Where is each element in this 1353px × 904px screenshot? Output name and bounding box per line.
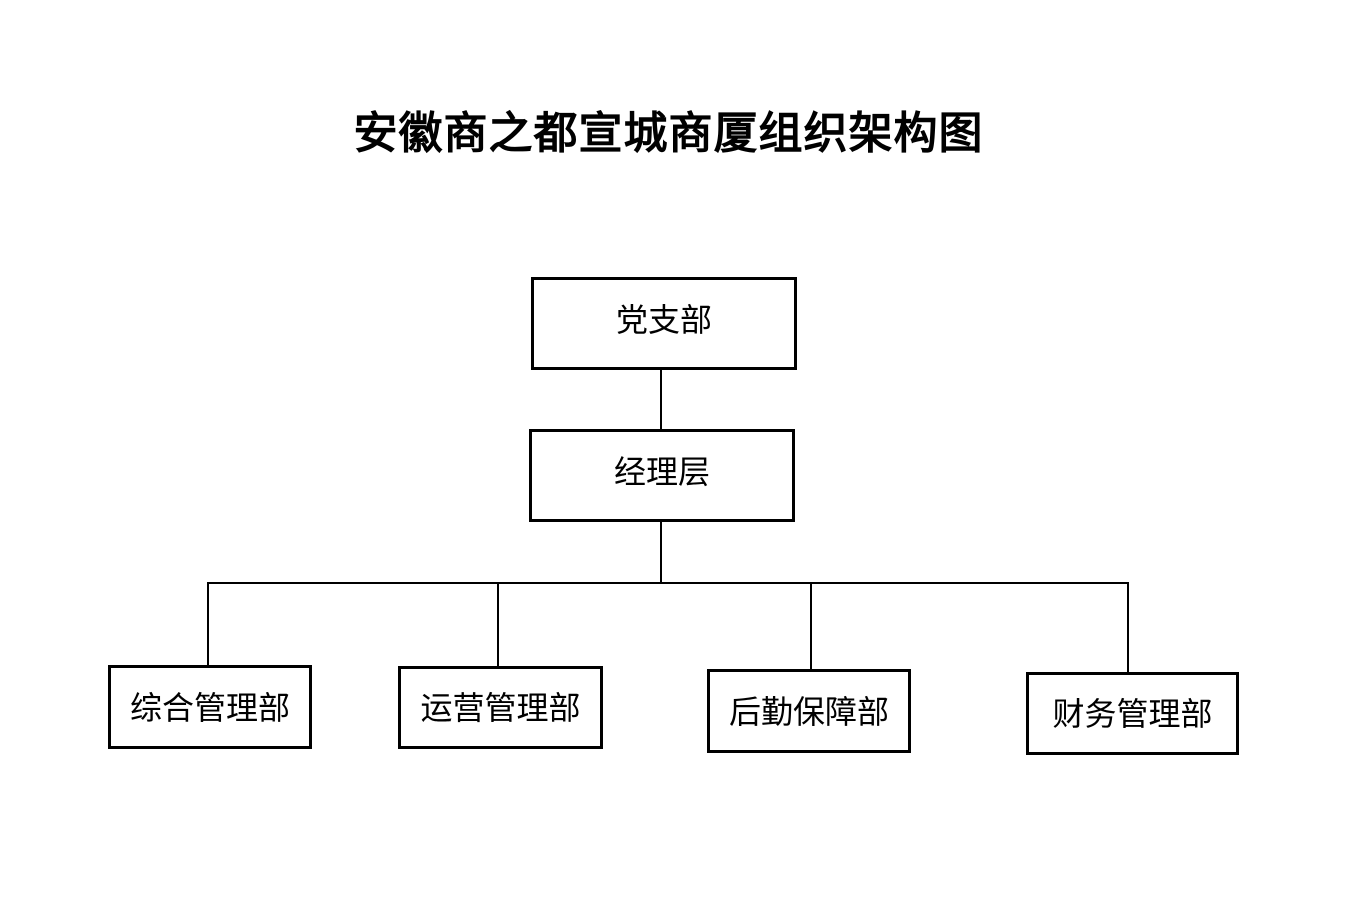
node-operations-management-dept-label: 运营管理部 — [420, 689, 581, 727]
node-manager-level: 经理层 — [529, 429, 795, 522]
connector-root-to-manager — [660, 370, 662, 429]
connector-drop-finance-management — [1127, 582, 1129, 672]
connector-drop-logistics-support — [810, 582, 812, 669]
node-general-management-dept: 综合管理部 — [108, 665, 312, 749]
node-finance-management-dept-label: 财务管理部 — [1052, 695, 1213, 733]
node-finance-management-dept: 财务管理部 — [1026, 672, 1239, 755]
node-operations-management-dept: 运营管理部 — [398, 666, 603, 749]
node-manager-level-label: 经理层 — [613, 452, 710, 491]
connector-drop-operations-management — [497, 582, 499, 666]
node-party-branch-label: 党支部 — [615, 300, 712, 339]
node-party-branch: 党支部 — [531, 277, 797, 370]
node-general-management-dept-label: 综合管理部 — [129, 688, 290, 727]
connector-horizontal-rail — [207, 582, 1129, 584]
chart-title: 安徽商之都宣城商厦组织架构图 — [353, 108, 984, 159]
node-logistics-support-dept-label: 后勤保障部 — [728, 692, 889, 731]
connector-drop-general-management — [207, 582, 209, 665]
node-logistics-support-dept: 后勤保障部 — [707, 669, 911, 753]
connector-manager-to-rail — [660, 522, 662, 582]
